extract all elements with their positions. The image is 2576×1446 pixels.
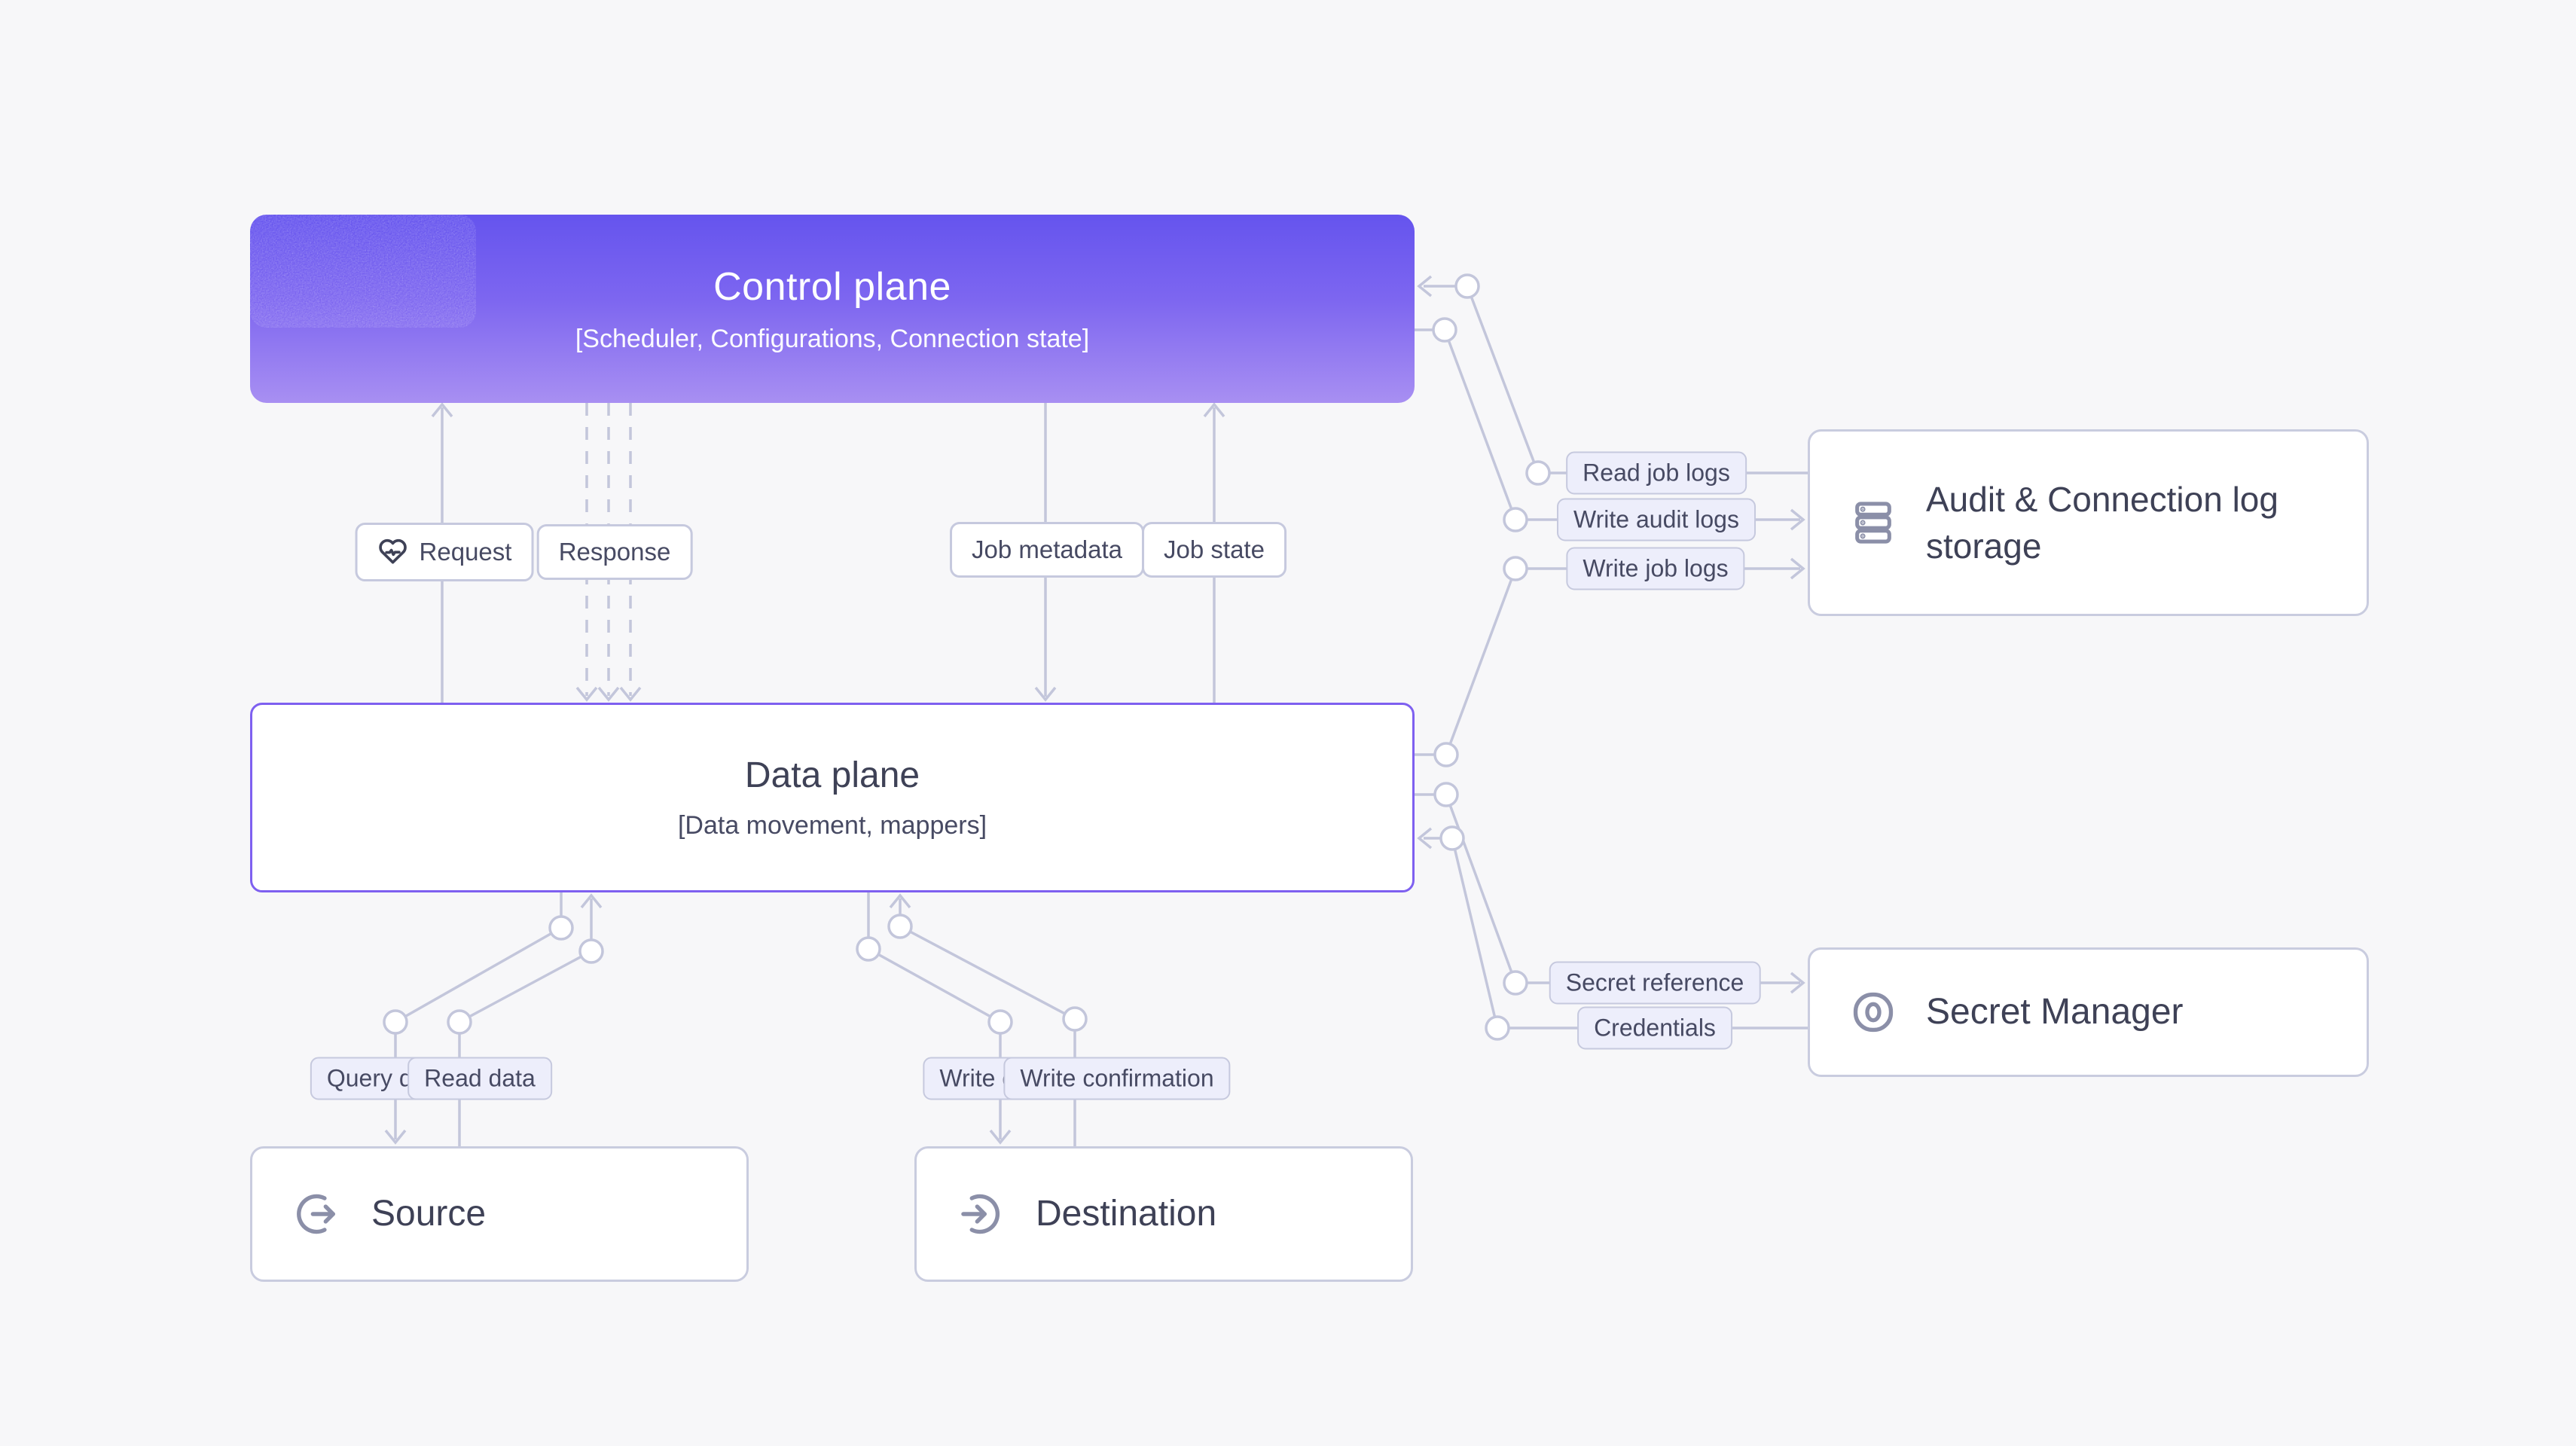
control-plane-title: Control plane	[713, 264, 951, 309]
response-edge-label: Response	[536, 524, 693, 580]
write-confirmation-edge-label: Write confirmation	[1003, 1057, 1231, 1100]
destination-title: Destination	[1036, 1193, 1217, 1234]
credentials-edge-label: Credentials	[1577, 1006, 1732, 1050]
secret-manager-box: Secret Manager	[1808, 947, 2369, 1077]
source-title: Source	[371, 1193, 487, 1234]
secret-reference-edge-text: Secret reference	[1565, 969, 1744, 996]
write-confirmation-edge-text: Write confirmation	[1020, 1064, 1214, 1092]
job-state-edge-text: Job state	[1164, 535, 1265, 563]
secret-manager-title: Secret Manager	[1926, 991, 2184, 1032]
logout-circle-arrow-icon	[297, 1194, 335, 1234]
data-plane-box: Data plane [Data movement, mappers]	[250, 703, 1415, 892]
read-data-edge-text: Read data	[424, 1064, 536, 1092]
job-metadata-edge-label: Job metadata	[950, 522, 1144, 578]
audit-log-storage-box: Audit & Connection log storage	[1808, 429, 2369, 616]
request-edge-label: Request	[355, 523, 534, 581]
read-job-logs-edge-label: Read job logs	[1566, 451, 1747, 495]
control-plane-box: Control plane [Scheduler, Configurations…	[250, 215, 1415, 403]
credentials-edge-text: Credentials	[1594, 1014, 1716, 1042]
server-stack-icon	[1855, 502, 1891, 544]
data-plane-title: Data plane	[744, 755, 920, 795]
write-audit-logs-edge-text: Write audit logs	[1573, 505, 1739, 533]
request-edge-text: Request	[419, 538, 512, 566]
control-plane-subtitle: [Scheduler, Configurations, Connection s…	[575, 324, 1090, 353]
heart-pulse-icon	[379, 538, 407, 564]
read-data-edge-label: Read data	[407, 1057, 552, 1100]
secret-reference-edge-label: Secret reference	[1549, 961, 1761, 1005]
data-plane-subtitle: [Data movement, mappers]	[677, 811, 987, 840]
login-circle-arrow-icon	[961, 1194, 1000, 1234]
write-job-logs-edge-label: Write job logs	[1566, 547, 1745, 590]
source-box: Source	[250, 1146, 749, 1282]
response-edge-text: Response	[558, 538, 671, 566]
write-job-logs-edge-text: Write job logs	[1583, 554, 1729, 582]
eye-icon	[1853, 992, 1894, 1033]
destination-box: Destination	[914, 1146, 1413, 1282]
write-audit-logs-edge-label: Write audit logs	[1557, 498, 1756, 541]
job-metadata-edge-text: Job metadata	[972, 535, 1122, 563]
job-state-edge-label: Job state	[1142, 522, 1286, 578]
read-job-logs-edge-text: Read job logs	[1583, 459, 1730, 487]
audit-log-storage-title: Audit & Connection log storage	[1926, 479, 2278, 566]
